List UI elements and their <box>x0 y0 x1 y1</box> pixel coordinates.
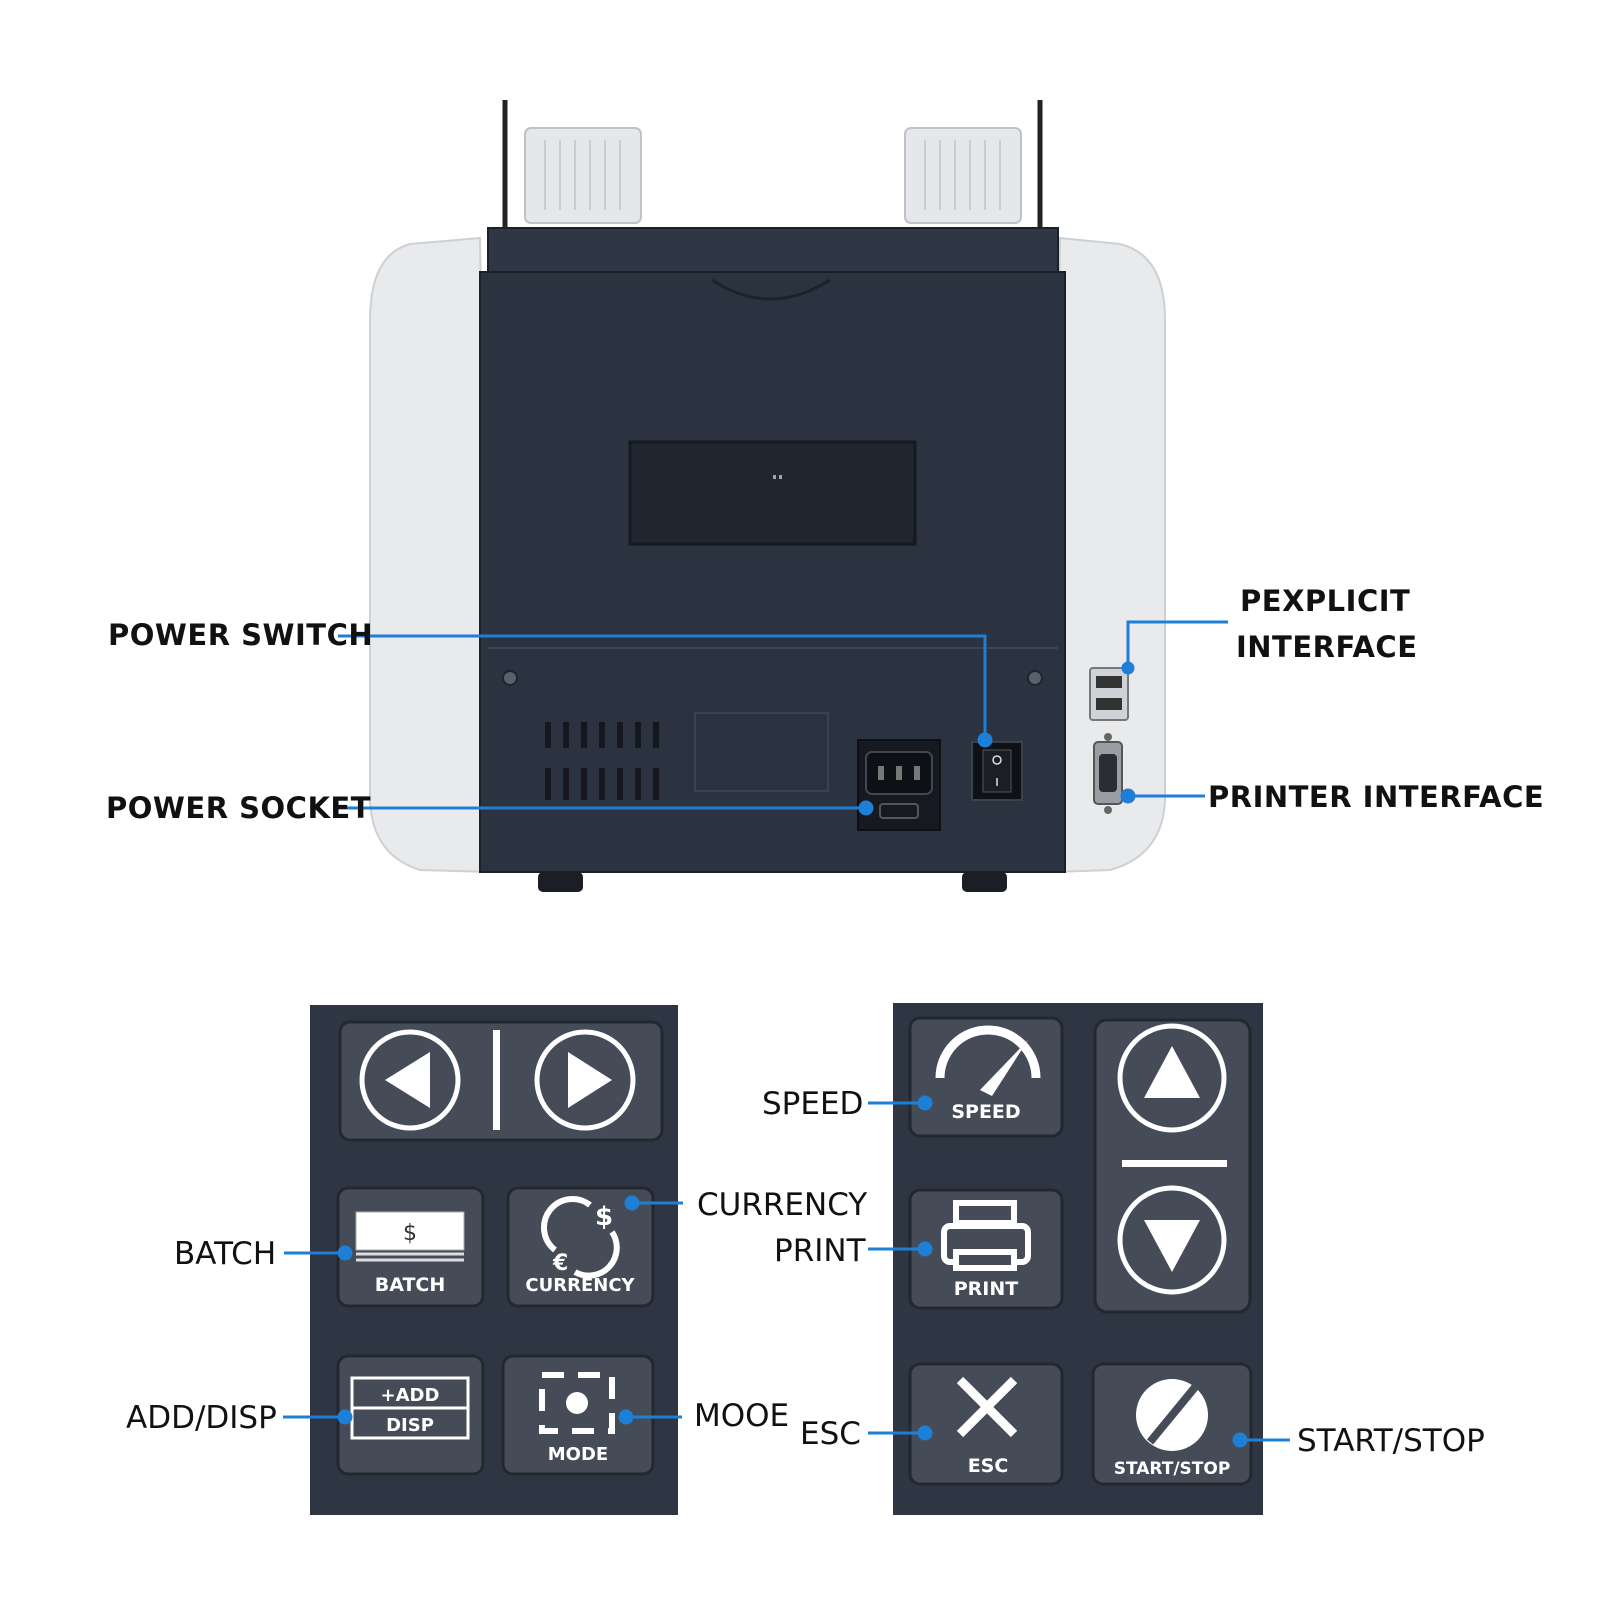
speed-key: SPEED <box>908 1016 1064 1138</box>
speed-key-label: SPEED <box>951 1101 1020 1123</box>
pexplicit-interface-label-line2: INTERFACE <box>1236 630 1418 664</box>
print-key-label: PRINT <box>954 1278 1019 1300</box>
start-stop-callout-label: START/STOP <box>1297 1423 1485 1459</box>
start-stop-key: START/STOP <box>1091 1362 1253 1486</box>
right-arrow-icon <box>568 1052 612 1108</box>
currency-exchange-icon <box>541 1196 620 1279</box>
left-arrow-icon <box>385 1052 430 1108</box>
esc-callout-label: ESC <box>800 1416 861 1452</box>
currency-callout-label: CURRENCY <box>697 1187 868 1223</box>
batch-callout-label: BATCH <box>174 1236 277 1272</box>
machine-foot <box>538 872 583 892</box>
print-callout-label: PRINT <box>774 1233 866 1269</box>
rear-leader-lines <box>338 620 1228 816</box>
esc-key-label: ESC <box>968 1455 1009 1477</box>
esc-key: ESC <box>908 1362 1064 1486</box>
up-arrow-icon <box>1144 1046 1200 1098</box>
add-disp-callout-label: ADD/DISP <box>126 1400 277 1436</box>
printer-icon <box>941 1200 1031 1271</box>
mode-key: MODE <box>501 1354 655 1476</box>
currency-key: $ € CURRENCY <box>506 1186 655 1308</box>
screw-icon <box>1027 670 1043 686</box>
add-key-label: +ADD <box>381 1385 440 1406</box>
speed-callout-label: SPEED <box>762 1086 864 1122</box>
machine-shell-left <box>369 236 492 874</box>
batch-key-label: BATCH <box>375 1274 446 1296</box>
mode-icon <box>539 1372 615 1434</box>
currency-key-label: CURRENCY <box>525 1275 635 1296</box>
svg-text:$: $ <box>595 1202 613 1232</box>
svg-text:€: € <box>552 1251 568 1276</box>
pexplicit-interface-label-line1: PEXPLICIT <box>1240 584 1411 618</box>
display-window <box>628 440 917 546</box>
print-key: PRINT <box>908 1188 1064 1310</box>
mode-key-label: MODE <box>548 1444 608 1465</box>
batch-key: $ BATCH <box>336 1186 485 1308</box>
up-down-arrow-key <box>1093 1018 1252 1314</box>
disp-key-label: DISP <box>386 1415 434 1436</box>
printer-interface-label: PRINTER INTERFACE <box>1208 780 1545 814</box>
machine-body <box>479 271 1066 873</box>
panel-leader-lines <box>283 1095 1290 1448</box>
machine-shell-right <box>1053 236 1166 874</box>
hopper-guides <box>502 100 1043 235</box>
speedometer-icon <box>935 1025 1041 1079</box>
down-arrow-icon <box>1144 1220 1200 1272</box>
power-socket-label: POWER SOCKET <box>106 791 372 825</box>
start-stop-key-label: START/STOP <box>1114 1459 1231 1479</box>
vent-grille <box>545 722 659 800</box>
add-disp-key: +ADD DISP <box>336 1354 485 1476</box>
dollar-glyph: $ <box>403 1221 417 1246</box>
left-right-arrow-key <box>338 1020 664 1142</box>
machine-foot <box>962 872 1007 892</box>
close-icon <box>956 1376 1018 1438</box>
screw-icon <box>502 670 518 686</box>
power-switch-label: POWER SWITCH <box>108 618 374 652</box>
mode-callout-label: MOOE <box>694 1398 790 1434</box>
banknote-icon <box>355 1211 465 1251</box>
